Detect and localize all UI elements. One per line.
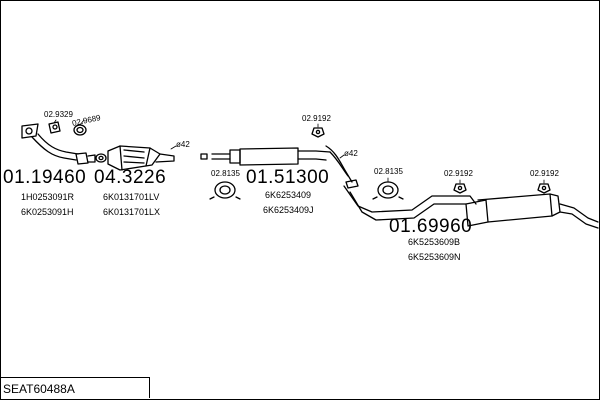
pipe-end-marker (200, 153, 208, 160)
fitting-label: 02.9192 (302, 114, 331, 123)
oe-ref: 6K6253409J (263, 205, 314, 215)
part-number-middle-silencer: 01.51300 (246, 167, 330, 188)
fitting-label: 02.8135 (374, 167, 403, 176)
part-number-catalytic-converter: 04.3226 (94, 167, 167, 188)
oe-ref: 6K6253409 (265, 190, 312, 200)
oe-ref: 6K0131701LV (103, 192, 160, 202)
pipe-diameter-label: ø42 (176, 140, 190, 149)
fitting-label: 02.9192 (444, 169, 473, 178)
part-number-rear-silencer: 01.69960 (389, 216, 473, 237)
gasket-02-9329 (48, 121, 61, 134)
oe-ref: 6K0253091H (21, 207, 74, 217)
fitting-label: 02.9329 (44, 110, 73, 119)
oe-ref: 6K5253609B (408, 237, 461, 247)
fitting-label: 02.9192 (530, 169, 559, 178)
oe-ref: 6K0131701LX (103, 207, 161, 217)
leader-lines (53, 119, 545, 184)
hanger-1 (311, 127, 325, 138)
part-number-front-pipe: 01.19460 (3, 167, 87, 188)
hanger-2 (453, 183, 467, 194)
kit-code-box: SEAT60488A (0, 377, 150, 398)
pipe-diameter-label: ø42 (344, 149, 358, 158)
front-pipe (21, 123, 96, 165)
catalytic-converter (107, 145, 175, 171)
clamp-2 (372, 181, 404, 200)
oe-ref: 6K5253609N (408, 252, 461, 262)
ring-front (95, 153, 107, 163)
rear-silencer (343, 185, 599, 229)
clamp-1 (209, 181, 241, 200)
oe-ref: 1H0253091R (21, 192, 75, 202)
fitting-label: 02.8135 (211, 169, 240, 178)
middle-silencer (211, 145, 359, 189)
hanger-3 (537, 183, 551, 194)
kit-code: SEAT60488A (3, 382, 75, 396)
